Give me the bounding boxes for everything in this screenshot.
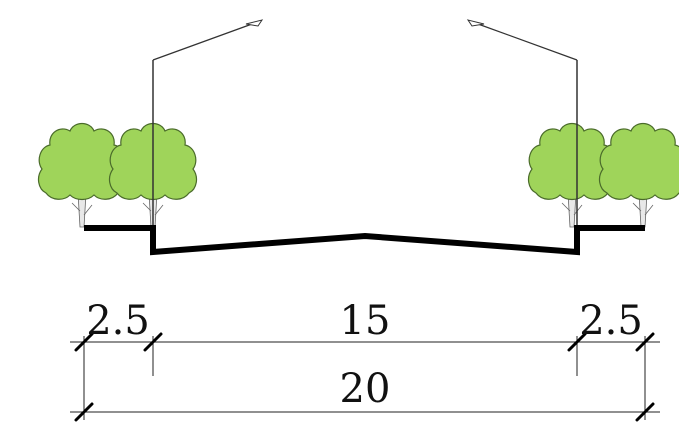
label-roadway: 15 [340, 298, 391, 344]
tree-right-outer [598, 122, 679, 228]
street-lamp-left [152, 19, 264, 226]
street-lamp-right [466, 19, 578, 226]
label-sidewalk-left: 2.5 [86, 298, 150, 344]
dimension-ticks [74, 332, 655, 422]
dimension-line-segments [70, 336, 660, 420]
label-sidewalk-right: 2.5 [579, 298, 643, 344]
road-profile-line [84, 225, 645, 256]
label-total-width: 20 [340, 366, 391, 412]
